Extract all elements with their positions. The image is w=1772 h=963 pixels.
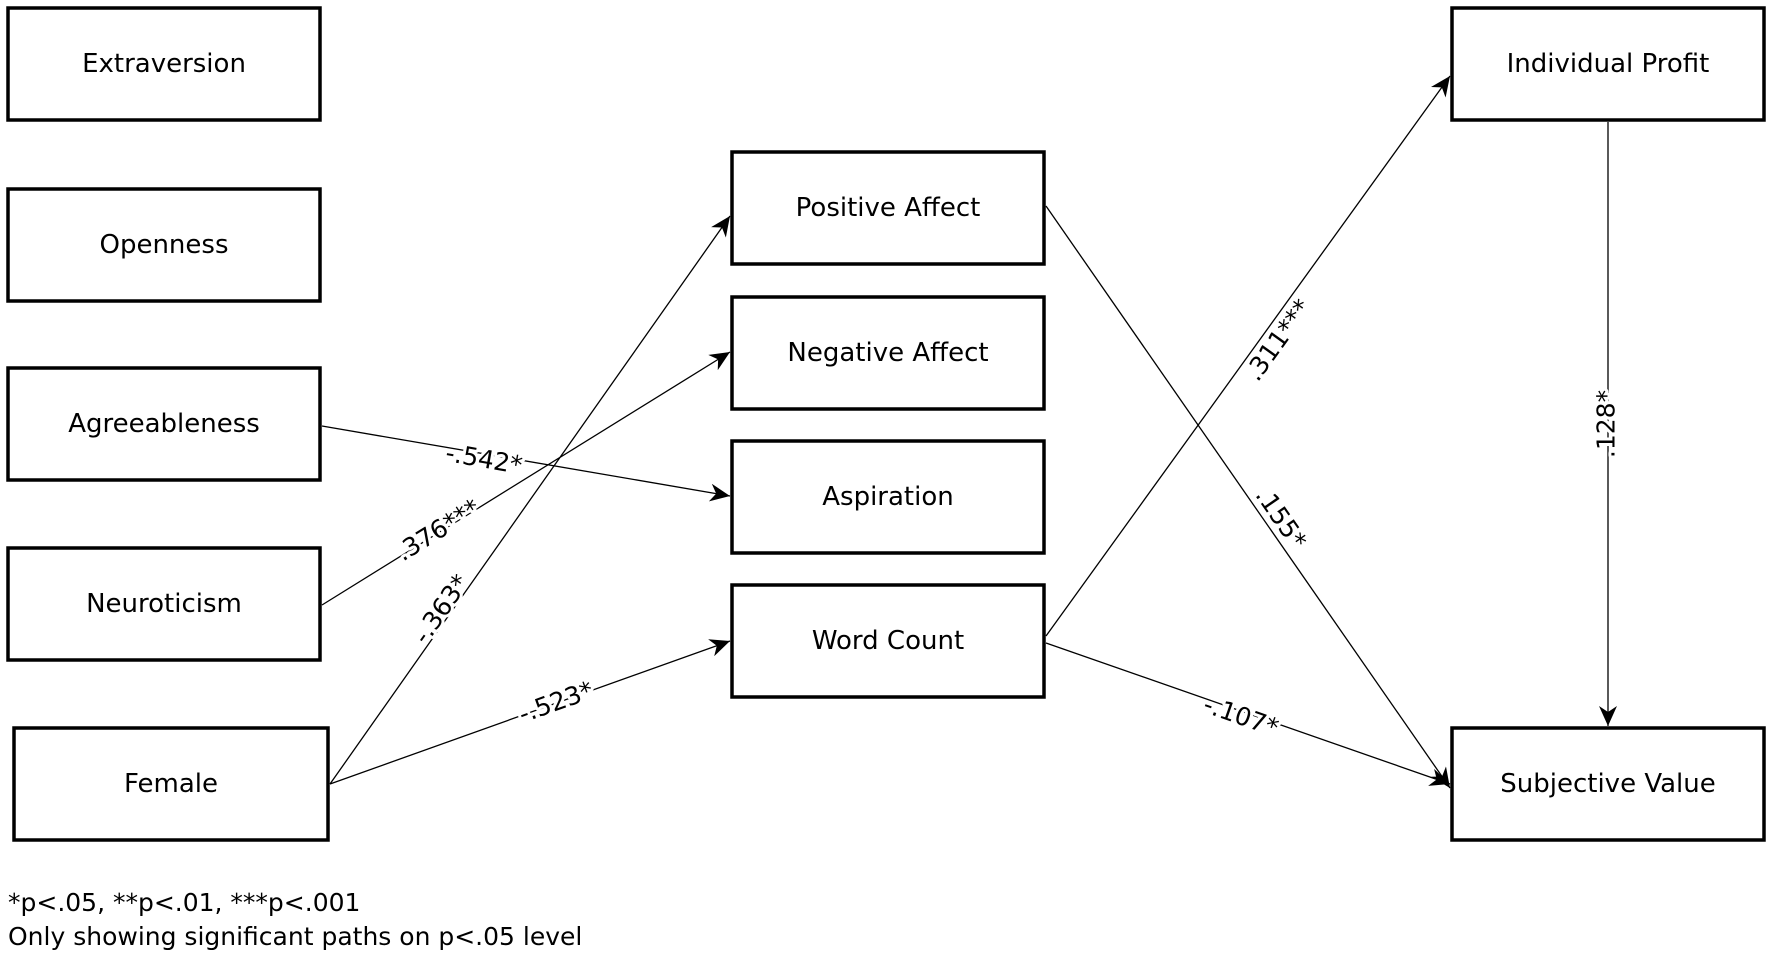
node-female: Female (12, 726, 330, 842)
path-arrow-neuroticism-negative_affect (321, 351, 731, 606)
node-box (6, 366, 322, 482)
node-label: Subjective Value (1500, 769, 1715, 799)
path-coefficient-agreeableness-aspiration: -.542* (443, 438, 524, 480)
path-arrow-positive_affect-subjective_value (1045, 205, 1451, 789)
node-label: Neuroticism (86, 589, 242, 619)
node-negative-affect: Negative Affect (730, 295, 1046, 411)
node-label: Female (124, 769, 218, 799)
node-box (12, 726, 330, 842)
node-box (730, 295, 1046, 411)
node-box (730, 439, 1046, 555)
node-word-count: Word Count (730, 583, 1046, 699)
paths-footnote: Only showing significant paths on p<.05 … (8, 922, 583, 951)
node-individual-profit: Individual Profit (1450, 6, 1766, 122)
node-box (6, 187, 322, 303)
path-coefficient-halo: .128* (1592, 390, 1621, 458)
node-label: Openness (99, 230, 228, 260)
node-aspiration: Aspiration (730, 439, 1046, 555)
path-arrow-word_count-individual_profit (1045, 75, 1451, 637)
node-box (6, 6, 322, 122)
node-positive-affect: Positive Affect (730, 150, 1046, 266)
path-coefficient-word_count-individual_profit: .311*** (1239, 294, 1317, 387)
path-arrow-female-positive_affect (329, 215, 731, 785)
node-label: Individual Profit (1507, 49, 1710, 79)
path-coefficient-neuroticism-negative_affect: .376*** (391, 493, 485, 567)
node-box (730, 583, 1046, 699)
node-label: Aspiration (822, 482, 954, 512)
path-coefficient-word_count-subjective_value: -.107* (1200, 690, 1282, 743)
node-subjective-value: Subjective Value (1450, 726, 1766, 842)
node-box (1450, 6, 1766, 122)
path-arrow-agreeableness-aspiration (321, 425, 731, 502)
path-coefficient-female-positive_affect: -.363* (407, 569, 475, 649)
node-box (730, 150, 1046, 266)
path-arrow-female-word_count (329, 639, 731, 785)
node-label: Extraversion (82, 49, 246, 79)
node-label: Positive Affect (796, 193, 981, 223)
node-extraversion: Extraversion (6, 6, 322, 122)
node-agreeableness: Agreeableness (6, 366, 322, 482)
node-openness: Openness (6, 187, 322, 303)
node-label: Negative Affect (787, 338, 988, 368)
path-coefficient-positive_affect-subjective_value: .155* (1250, 482, 1313, 555)
node-neuroticism: Neuroticism (6, 546, 322, 662)
path-arrow-word_count-subjective_value (1045, 642, 1451, 786)
node-box (1450, 726, 1766, 842)
path-coefficient-female-word_count: -.523* (515, 675, 597, 728)
significance-footnote: *p<.05, **p<.01, ***p<.001 (8, 888, 361, 917)
path-diagram: ExtraversionOpennessAgreeablenessNeuroti… (6, 6, 1766, 842)
node-label: Agreeableness (68, 409, 260, 439)
node-box (6, 546, 322, 662)
path-coefficient-individual_profit-subjective_value: .128* (1592, 390, 1621, 458)
node-label: Word Count (812, 626, 964, 656)
